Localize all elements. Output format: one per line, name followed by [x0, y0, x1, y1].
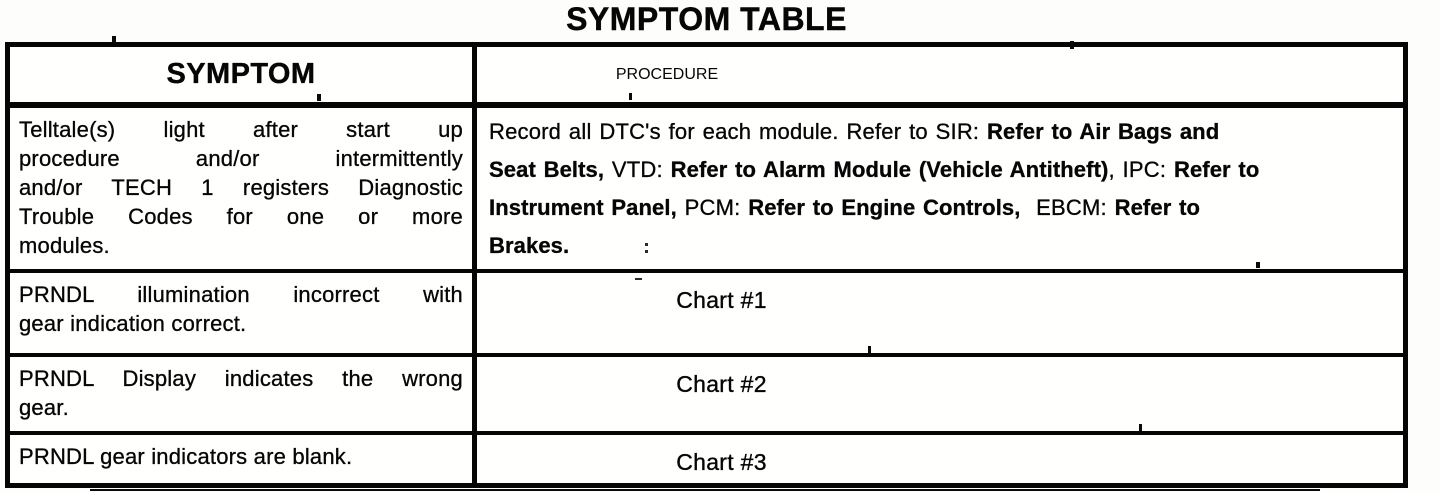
page-title: SYMPTOM TABLE	[566, 1, 847, 37]
symptom-cell: PRNDL illumination incorrect with gear in…	[10, 273, 477, 353]
scan-artifact	[1139, 424, 1142, 431]
table-row: PRNDL Display indicates the wrong gear. C…	[10, 353, 1403, 431]
bold-text-segment: Refer to Alarm Module (Vehicle Antitheft…	[670, 157, 1109, 182]
procedure-cell: Chart #1	[477, 273, 1403, 353]
text-line: PRNDL illumination incorrect with	[19, 282, 463, 307]
bold-text-segment: Refer to Engine Controls,	[748, 195, 1021, 220]
text-line: gear indication correct.	[19, 311, 247, 336]
scan-artifact	[635, 278, 642, 280]
symptom-header-label: SYMPTOM	[166, 58, 316, 90]
text-line: Record all DTC's for each module. Refer …	[489, 113, 1393, 151]
chart-reference: Chart #3	[676, 449, 767, 475]
text-line: Trouble Codes for one or more	[19, 204, 463, 229]
scan-artifact	[629, 93, 632, 100]
table-row: PRNDL gear indicators are blank. Chart #…	[10, 431, 1403, 483]
bold-text-segment: Refer to	[1173, 157, 1260, 182]
symptom-cell: PRNDL Display indicates the wrong gear.	[10, 357, 477, 431]
scan-artifact	[90, 489, 1320, 491]
bold-text-segment: Seat Belts,	[489, 157, 605, 182]
procedure-cell: Record all DTC's for each module. Refer …	[477, 108, 1403, 269]
scan-artifact	[645, 243, 648, 246]
text-segment: VTD:	[604, 157, 671, 182]
text-segment: , IPC:	[1108, 157, 1174, 182]
bold-text-segment: Instrument Panel,	[489, 195, 677, 220]
scan-artifact	[645, 250, 648, 253]
text-line: Brakes.	[489, 227, 1393, 265]
symptom-cell: PRNDL gear indicators are blank.	[10, 435, 477, 483]
text-line: Telltale(s) light after start up	[19, 117, 463, 142]
procedure-header-label: PROCEDURE	[615, 65, 719, 83]
procedure-column-header: PROCEDURE	[477, 47, 1403, 102]
table-row: Telltale(s) light after start up procedur…	[10, 102, 1403, 269]
scan-artifact	[112, 36, 116, 43]
table-header-row: SYMPTOM PROCEDURE	[10, 47, 1403, 102]
symptom-table: SYMPTOM PROCEDURE Telltale(s) light afte…	[5, 42, 1408, 488]
scan-artifact	[1256, 262, 1260, 268]
text-segment: PCM:	[676, 195, 749, 220]
text-line: procedure and/or intermittently	[19, 146, 463, 171]
table-row: PRNDL illumination incorrect with gear in…	[10, 269, 1403, 353]
text-segment: Record all DTC's for each module. Refer …	[489, 119, 988, 144]
text-segment: EBCM:	[1020, 195, 1115, 220]
chart-reference: Chart #2	[676, 371, 767, 397]
procedure-cell: Chart #2	[477, 357, 1403, 431]
symptom-cell: Telltale(s) light after start up procedur…	[10, 108, 477, 269]
text-line: Seat Belts, VTD: Refer to Alarm Module (…	[489, 151, 1393, 189]
text-line: PRNDL Display indicates the wrong	[19, 366, 463, 391]
symptom-column-header: SYMPTOM	[10, 47, 477, 102]
scan-artifact	[868, 346, 871, 353]
scan-artifact	[317, 94, 321, 101]
text-line: gear.	[19, 395, 69, 420]
chart-reference: Chart #1	[676, 287, 767, 313]
text-line: PRNDL gear indicators are blank.	[19, 444, 353, 469]
bold-text-segment: Refer to Air Bags and	[987, 119, 1220, 144]
bold-text-segment: Refer to	[1114, 195, 1201, 220]
bold-text-segment: Brakes.	[489, 233, 570, 258]
text-line: Instrument Panel, PCM: Refer to Engine C…	[489, 189, 1393, 227]
procedure-cell: Chart #3	[477, 435, 1403, 483]
text-line: and/or TECH 1 registers Diagnostic	[19, 175, 463, 200]
scan-artifact	[1070, 41, 1074, 49]
text-line: modules.	[19, 233, 110, 258]
